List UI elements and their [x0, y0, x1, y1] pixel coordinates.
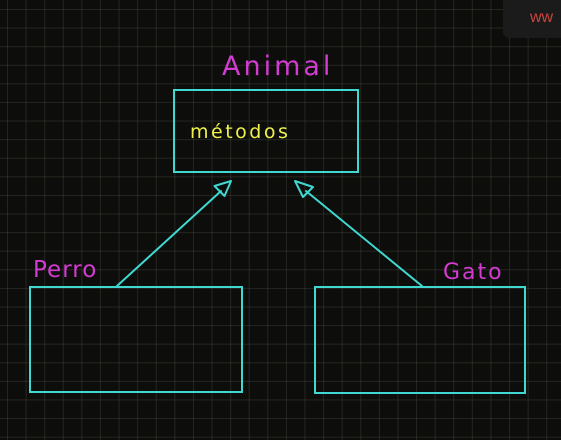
gato-class-name: Gato	[443, 260, 504, 285]
gato-inheritance-arrow	[294, 180, 423, 287]
corner-watermark-tab: ww	[503, 0, 561, 38]
animal-class-box	[173, 89, 359, 173]
gato-arrow-hollow-head	[294, 180, 314, 198]
perro-inheritance-arrow	[116, 180, 232, 287]
perro-arrow-hollow-head	[213, 180, 232, 197]
perro-class-box	[29, 286, 243, 393]
perro-arrow-line	[116, 190, 222, 287]
animal-methods-text: métodos	[190, 121, 290, 143]
gato-arrow-line	[305, 190, 423, 287]
gato-class-box	[314, 286, 526, 394]
perro-class-name: Perro	[33, 257, 97, 283]
corner-watermark-text: ww	[530, 9, 554, 26]
animal-class-name: Animal	[222, 51, 333, 82]
